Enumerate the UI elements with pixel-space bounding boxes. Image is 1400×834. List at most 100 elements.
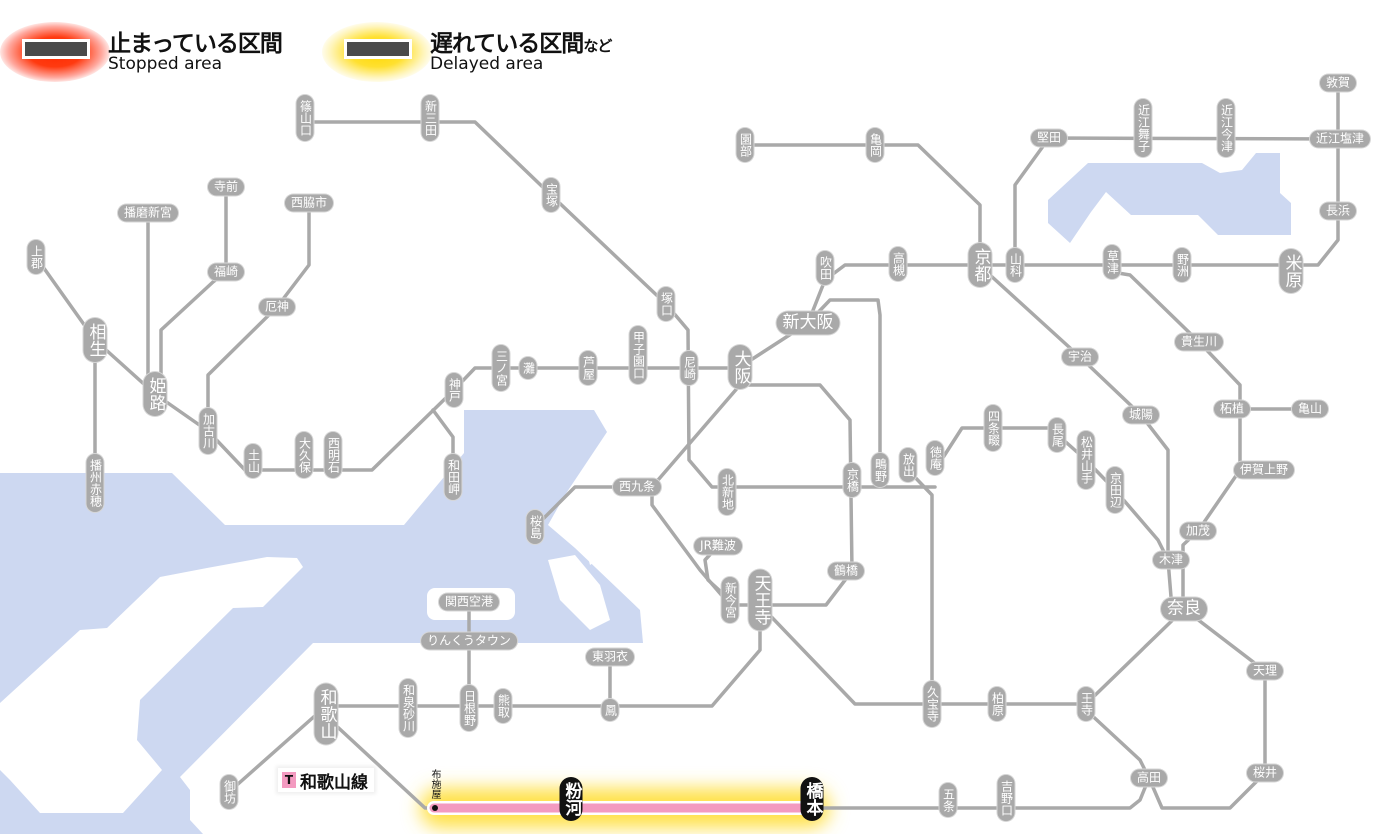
rail-line-19 [810, 708, 1151, 810]
delayed-label-text: 遅れている区間 [430, 31, 584, 57]
station-kumatori[interactable]: 熊取 [494, 689, 512, 723]
station-tsuchiyama[interactable]: 土山 [244, 444, 262, 478]
station-tsukaguchi[interactable]: 塚口 [657, 287, 675, 321]
station-nagahama[interactable]: 長浜 [1319, 202, 1357, 220]
rail-line-13 [650, 383, 854, 607]
station-gobo[interactable]: 御坊 [220, 775, 238, 809]
station-igaueno[interactable]: 伊賀上野 [1233, 461, 1295, 479]
station-izumisunagawa[interactable]: 和泉砂川 [399, 679, 417, 737]
station-wadamisaki[interactable]: 和田岬 [444, 454, 462, 500]
rail-line-20 [1147, 607, 1267, 810]
station-gojo[interactable]: 五条 [939, 783, 957, 817]
station-shinosaka[interactable]: 新大阪 [776, 311, 840, 335]
station-jrnamba[interactable]: JR難波 [694, 537, 742, 555]
rail-line-4 [159, 185, 228, 396]
station-yakujin[interactable]: 厄神 [258, 298, 296, 316]
station-tokuan[interactable]: 徳庵 [926, 441, 944, 475]
station-otori[interactable]: 鳳 [601, 699, 619, 721]
station-shigino[interactable]: 鴫野 [871, 453, 889, 487]
station-kyobashi[interactable]: 京橋 [843, 463, 861, 497]
station-tsuruhashi[interactable]: 鶴橋 [827, 562, 865, 580]
station-kobe[interactable]: 神戸 [445, 373, 463, 407]
station-kizu[interactable]: 木津 [1152, 551, 1190, 569]
station-kameoka[interactable]: 亀岡 [866, 128, 884, 162]
station-takarazuka[interactable]: 宝塚 [542, 178, 560, 212]
station-hanaten[interactable]: 放出 [899, 448, 917, 482]
station-sannomiya[interactable]: 三ノ宮 [492, 345, 510, 391]
station-katata[interactable]: 堅田 [1030, 129, 1068, 147]
station-nishiwakishi[interactable]: 西脇市 [284, 194, 334, 212]
station-kansaiairport[interactable]: 関西空港 [438, 593, 500, 611]
station-omiimazu[interactable]: 近江今津 [1217, 99, 1235, 157]
station-kashiwara[interactable]: 柏原 [988, 687, 1006, 721]
station-kusatsu[interactable]: 草津 [1103, 245, 1121, 279]
station-amagasaki[interactable]: 尼崎 [680, 351, 698, 385]
station-omishiotsu[interactable]: 近江塩津 [1309, 130, 1371, 148]
station-tennoji[interactable]: 天王寺 [748, 569, 772, 631]
station-wakayama[interactable]: 和歌山 [314, 683, 338, 745]
station-kitashinchi[interactable]: 北新地 [718, 469, 736, 515]
station-hashimoto[interactable]: 橋本 [800, 777, 824, 821]
affected-line-name: 和歌山線 [300, 772, 368, 793]
station-shinimamiya[interactable]: 新今宮 [721, 577, 739, 623]
station-shinsanda[interactable]: 新三田 [421, 95, 439, 141]
station-joyo[interactable]: 城陽 [1122, 406, 1160, 424]
rail-line-25 [328, 718, 436, 810]
station-tenri[interactable]: 天理 [1246, 662, 1284, 680]
line-mark-icon: T [282, 772, 296, 788]
station-tsuge[interactable]: 柘植 [1213, 400, 1251, 418]
lake-biwa [1048, 153, 1291, 243]
station-kyotanabe[interactable]: 京田辺 [1106, 467, 1124, 513]
station-shijonawate[interactable]: 四条畷 [984, 405, 1002, 451]
station-uji[interactable]: 宇治 [1061, 348, 1099, 366]
station-nara[interactable]: 奈良 [1161, 597, 1207, 621]
station-omimaiko[interactable]: 近江舞子 [1134, 99, 1152, 157]
station-harimashingu[interactable]: 播磨新宮 [117, 204, 179, 222]
station-kamo[interactable]: 加茂 [1179, 522, 1217, 540]
station-nagao[interactable]: 長尾 [1048, 418, 1066, 452]
station-oji[interactable]: 王寺 [1077, 687, 1095, 721]
station-sakurai[interactable]: 桜井 [1246, 764, 1284, 782]
station-ashiya[interactable]: 芦屋 [579, 351, 597, 385]
station-takatsuki[interactable]: 高槻 [889, 247, 907, 281]
station-kyoto[interactable]: 京都 [968, 243, 992, 287]
station-teramae[interactable]: 寺前 [207, 178, 245, 196]
station-hineno[interactable]: 日根野 [460, 685, 478, 731]
station-maibara[interactable]: 米原 [1279, 249, 1303, 293]
station-tsuruga[interactable]: 敦賀 [1319, 74, 1357, 92]
delayed-label-en: Delayed area [430, 54, 544, 74]
station-sasayamaguchi[interactable]: 篠山口 [296, 95, 314, 141]
station-kokawa[interactable]: 粉河 [559, 777, 583, 821]
station-takada[interactable]: 高田 [1130, 769, 1168, 787]
station-kamigori[interactable]: 上郡 [27, 240, 45, 274]
station-yoshinoguchi[interactable]: 吉野口 [997, 775, 1015, 821]
station-yamashina[interactable]: 山科 [1006, 248, 1024, 282]
station-suita[interactable]: 吹田 [816, 251, 834, 285]
station-kyuhoji[interactable]: 久宝寺 [923, 681, 941, 727]
station-yasu[interactable]: 野洲 [1173, 248, 1191, 282]
station-higashihagoromo[interactable]: 東羽衣 [585, 648, 635, 666]
station-matsuiyamate[interactable]: 松井山手 [1077, 431, 1095, 489]
water-areas [0, 153, 1291, 834]
station-okubo[interactable]: 大久保 [295, 432, 313, 478]
station-kameyama[interactable]: 亀山 [1291, 400, 1329, 418]
station-osaka[interactable]: 大阪 [728, 345, 752, 389]
station-aioi[interactable]: 相生 [83, 318, 107, 362]
station-nishiakashi[interactable]: 西明石 [324, 432, 342, 478]
station-sonobe[interactable]: 園部 [736, 128, 754, 162]
station-rinkutown[interactable]: りんくうタウン [421, 632, 517, 650]
station-koshienguchi[interactable]: 甲子園口 [629, 326, 647, 384]
station-kakogawa[interactable]: 加古川 [199, 408, 217, 454]
station-kibukawa[interactable]: 貴生川 [1174, 333, 1224, 351]
station-nada[interactable]: 灘 [519, 357, 537, 379]
awaji-island [0, 557, 303, 813]
station-fukusaki[interactable]: 福崎 [207, 263, 245, 281]
station-himeji[interactable]: 姫路 [143, 372, 167, 416]
affected-section[interactable] [427, 801, 819, 815]
station-banshuako[interactable]: 播州赤穂 [86, 454, 104, 512]
station-sakurajima[interactable]: 桜島 [526, 510, 544, 544]
station-hoshiya[interactable]: 布施屋 [429, 769, 440, 799]
station-nishikujo[interactable]: 西九条 [612, 478, 662, 496]
osaka-bay [0, 410, 643, 834]
affected-line-label[interactable]: T 和歌山線 [278, 768, 374, 793]
